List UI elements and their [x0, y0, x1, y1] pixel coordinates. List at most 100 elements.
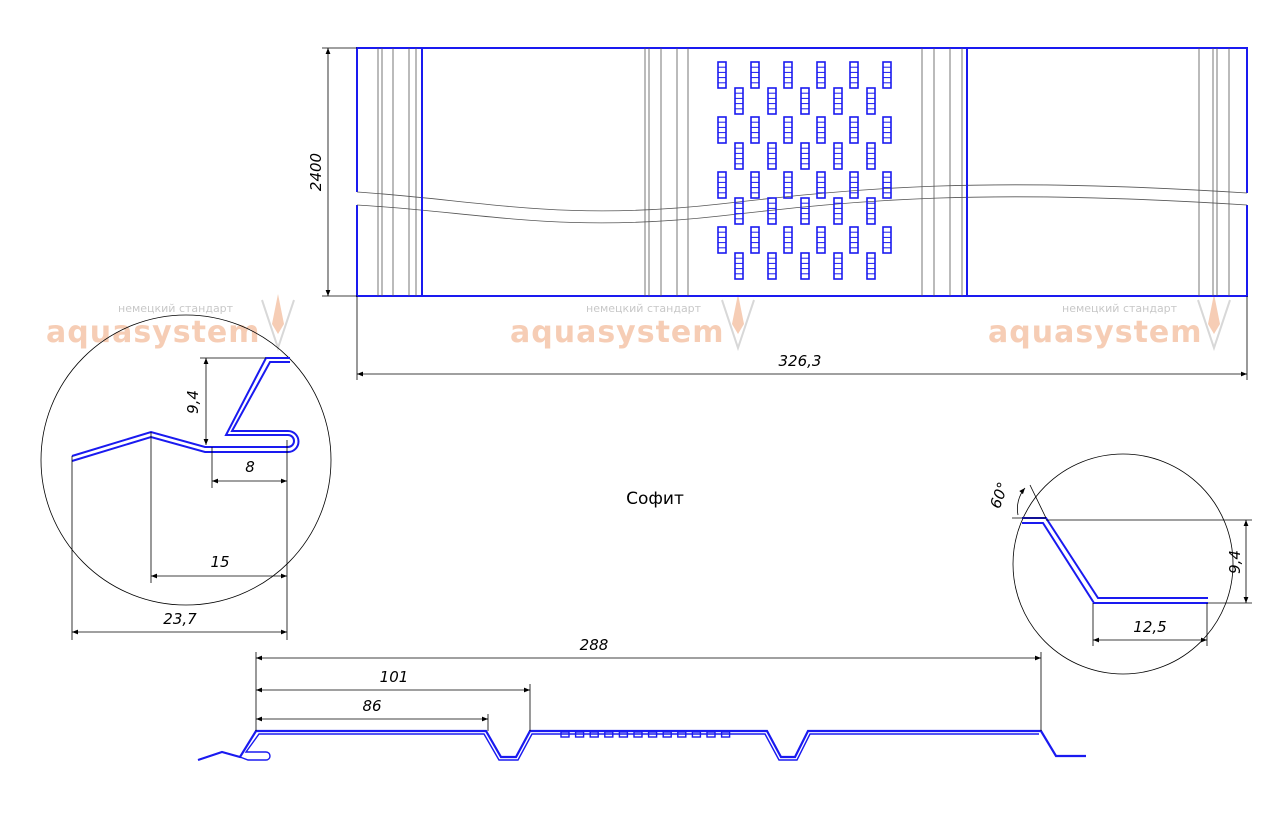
- svg-text:немецкий стандарт: немецкий стандарт: [1062, 302, 1178, 315]
- perforation-slot: [800, 87, 810, 115]
- dim-panel-width: 326,3: [356, 296, 1248, 380]
- perforation-slot: [750, 61, 760, 89]
- perforation-slot: [816, 171, 826, 199]
- perforation-slot: [767, 197, 777, 225]
- perforation-slot: [750, 226, 760, 254]
- profile-slot: [589, 731, 599, 738]
- perforation-slot: [833, 87, 843, 115]
- dim-label-lock-total: 23,7: [163, 610, 197, 628]
- svg-text:немецкий стандарт: немецкий стандарт: [118, 302, 234, 315]
- perforation-slot: [866, 197, 876, 225]
- svg-text:aquasystem: aquasystem: [988, 315, 1203, 350]
- perforation-slot: [717, 116, 727, 144]
- perforation-slot: [849, 171, 859, 199]
- dim-label-lock-offset: 15: [210, 553, 229, 571]
- detail-lock: 9,4 8 15 23,7: [40, 314, 332, 640]
- profile-line-inner: [239, 733, 1039, 761]
- dim-panel-height: 2400: [307, 47, 357, 297]
- profile-slot: [677, 731, 687, 738]
- perforation-slot: [882, 61, 892, 89]
- lock-profile-inner: [71, 361, 300, 462]
- perforation-slot: [866, 87, 876, 115]
- profile-slot: [618, 731, 629, 738]
- profile-slot: [604, 731, 614, 738]
- panel-outline-top: [356, 47, 1248, 193]
- perforation-slot: [717, 61, 727, 89]
- perforation-slot: [734, 142, 744, 170]
- dim-label-lock-width: 8: [245, 458, 255, 476]
- dim-label-edge-angle: 60°: [986, 480, 1012, 511]
- profile-perforation: [560, 731, 731, 738]
- perforation-slot: [783, 116, 793, 144]
- perforation-slot: [866, 252, 876, 280]
- stripes-right: [1198, 48, 1230, 296]
- svg-text:aquasystem: aquasystem: [46, 315, 261, 350]
- detail-circle-left: [40, 314, 332, 606]
- perforation-slot: [734, 252, 744, 280]
- stripes-left: [377, 48, 417, 296]
- detail-edge: 60° 9,4 12,5: [986, 453, 1252, 675]
- svg-text:aquasystem: aquasystem: [510, 315, 725, 350]
- profile-slot: [560, 731, 570, 738]
- dim-label-2400: 2400: [307, 153, 325, 191]
- perforation-slot: [882, 226, 892, 254]
- perforation-slot: [783, 226, 793, 254]
- drawing-title: Софит: [626, 489, 684, 509]
- profile-slot: [633, 731, 643, 738]
- perforation-slot: [800, 197, 810, 225]
- perforation-slot: [767, 252, 777, 280]
- perforation-grid: [717, 61, 892, 280]
- dim-label-86: 86: [362, 697, 381, 715]
- perforation-slot: [816, 226, 826, 254]
- svg-text:немецкий стандарт: немецкий стандарт: [586, 302, 702, 315]
- perforation-slot: [833, 197, 843, 225]
- watermark-logo-right: [1197, 299, 1231, 352]
- perforation-slot: [816, 61, 826, 89]
- perforation-slot: [816, 116, 826, 144]
- watermark-flame-center: [732, 294, 744, 334]
- stripes-center-right: [921, 48, 963, 296]
- watermark-flame-left: [272, 294, 284, 334]
- dim-label-edge-height: 9,4: [1226, 550, 1244, 574]
- perforation-slot: [882, 171, 892, 199]
- lock-profile-outer: [71, 357, 295, 457]
- profile-slot: [706, 731, 716, 738]
- panel-outline-bottom: [356, 205, 1248, 297]
- panel-plan: [356, 47, 1248, 297]
- perforation-slot: [849, 226, 859, 254]
- perforation-slot: [849, 61, 859, 89]
- perforation-slot: [833, 252, 843, 280]
- perforation-slot: [767, 87, 777, 115]
- dim-label-101: 101: [380, 668, 409, 686]
- perforation-slot: [849, 116, 859, 144]
- edge-profile-outer: [1022, 517, 1208, 599]
- perforation-slot: [767, 142, 777, 170]
- profile-slot: [647, 731, 658, 738]
- watermark-flame-right: [1208, 294, 1220, 334]
- perforation-slot: [734, 197, 744, 225]
- stripes-center-left: [644, 48, 689, 296]
- break-line-upper: [356, 184, 1248, 212]
- dim-label-326: 326,3: [779, 352, 822, 370]
- perforation-slot: [800, 142, 810, 170]
- watermark-right: немецкий стандарт aquasystem: [988, 294, 1231, 352]
- perforation-slot: [783, 171, 793, 199]
- watermark-logo-center: [721, 299, 755, 352]
- perforation-slot: [717, 226, 727, 254]
- perforation-slot: [750, 171, 760, 199]
- profile-slot: [691, 731, 702, 738]
- perforation-slot: [866, 142, 876, 170]
- dim-label-288: 288: [580, 636, 609, 654]
- profile-slot: [662, 731, 672, 738]
- dim-label-lock-height: 9,4: [184, 390, 202, 414]
- dim-label-edge-width: 12,5: [1133, 618, 1166, 636]
- edge-profile-inner: [1022, 522, 1208, 604]
- watermark-left: немецкий стандарт aquasystem: [46, 294, 295, 352]
- perforation-slot: [882, 116, 892, 144]
- profile-slot: [720, 731, 731, 738]
- perforation-slot: [783, 61, 793, 89]
- perforation-slot: [800, 252, 810, 280]
- perforation-slot: [833, 142, 843, 170]
- perforation-slot: [750, 116, 760, 144]
